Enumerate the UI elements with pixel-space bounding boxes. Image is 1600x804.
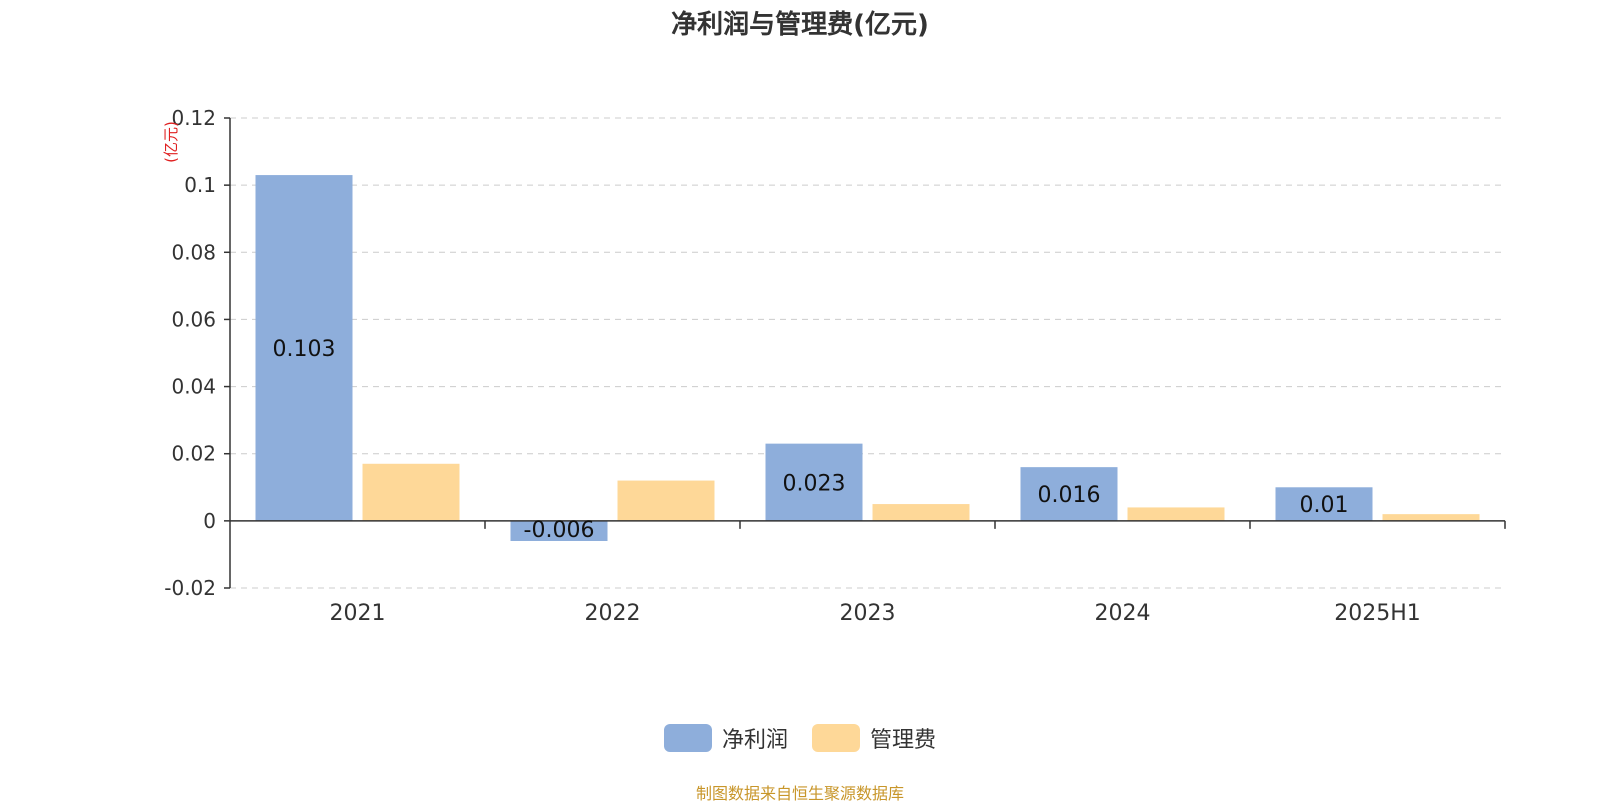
bar-net-profit-2021 <box>255 175 353 521</box>
data-label-2025H1: 0.01 <box>1300 493 1349 518</box>
source-note: 制图数据来自恒生聚源数据库 <box>695 784 904 803</box>
legend-item-admin-fee[interactable]: 管理费 <box>812 722 936 754</box>
bar-admin-fee-2024 <box>1127 507 1225 521</box>
bar-admin-fee-2022 <box>617 480 715 521</box>
legend-swatch-net-profit <box>663 724 712 752</box>
x-tick-label-2023: 2023 <box>840 601 896 626</box>
bar-admin-fee-2025H1 <box>1382 514 1480 521</box>
bar-net-profit-2024 <box>1020 467 1118 521</box>
y-tick-label: 0.1 <box>184 173 216 197</box>
y-tick-label: -0.02 <box>164 576 216 600</box>
x-tick-label-2022: 2022 <box>585 601 641 626</box>
legend: 净利润 管理费 <box>0 722 1600 754</box>
data-label-2022: -0.006 <box>524 518 595 543</box>
labels: -0.02 0 0.02 0.04 0.06 0.08 0.1 0.12(亿元) 0.103 -0… <box>162 106 1421 626</box>
legend-item-net-profit[interactable]: 净利润 <box>663 722 788 754</box>
grid-lines <box>230 117 1505 589</box>
chart-title: 净利润与管理费(亿元) <box>671 10 929 40</box>
x-tick-label-2024: 2024 <box>1095 601 1151 626</box>
bar-net-profit-2023 <box>765 443 863 521</box>
data-label-2023: 0.023 <box>783 471 846 496</box>
y-tick-label: 0.08 <box>171 240 216 264</box>
legend-label-admin-fee: 管理费 <box>870 728 937 753</box>
bar-admin-fee-2023 <box>872 504 970 521</box>
legend-swatch-admin-fee <box>812 724 860 752</box>
bar-net-profit-2022 <box>510 520 608 541</box>
y-tick-label: 0.04 <box>171 375 216 399</box>
y-tick-label: 0 <box>203 509 216 533</box>
bars <box>255 175 1480 541</box>
y-tick-label: 0.12 <box>171 106 216 130</box>
y-tick-label: 0.06 <box>171 307 216 331</box>
y-axis-unit-label: (亿元) <box>162 121 180 163</box>
axes <box>224 117 1506 589</box>
x-tick-label-2021: 2021 <box>330 601 386 626</box>
bar-admin-fee-2021 <box>362 463 460 521</box>
y-tick-label: 0.02 <box>171 442 216 466</box>
data-label-2021: 0.103 <box>273 337 336 362</box>
x-tick-label-2025H1: 2025H1 <box>1334 601 1421 626</box>
data-label-2024: 0.016 <box>1038 483 1101 508</box>
bar-net-profit-2025H1 <box>1275 487 1373 521</box>
legend-label-net-profit: 净利润 <box>721 728 788 753</box>
